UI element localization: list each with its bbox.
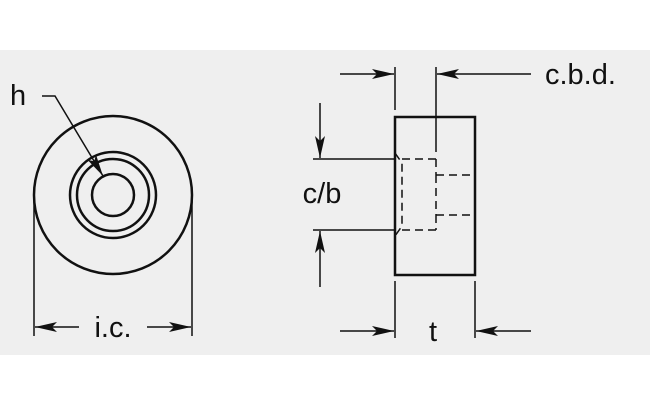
insert-outer-circle [32, 114, 194, 276]
counterbore-outer-ring [68, 150, 158, 240]
label-ic: i.c. [94, 312, 131, 344]
label-cbd: c.b.d. [545, 59, 616, 91]
diagram-panel [0, 50, 650, 355]
insert-side-rect [393, 115, 477, 277]
hidden-counterbore-lines [394, 152, 475, 237]
hole-circle [90, 172, 136, 218]
counterbore-inner-ring [75, 157, 151, 233]
label-t: t [429, 316, 437, 348]
label-cb: c/b [303, 178, 342, 210]
label-h: h [10, 80, 26, 112]
hole-leader-arrow [42, 95, 104, 177]
